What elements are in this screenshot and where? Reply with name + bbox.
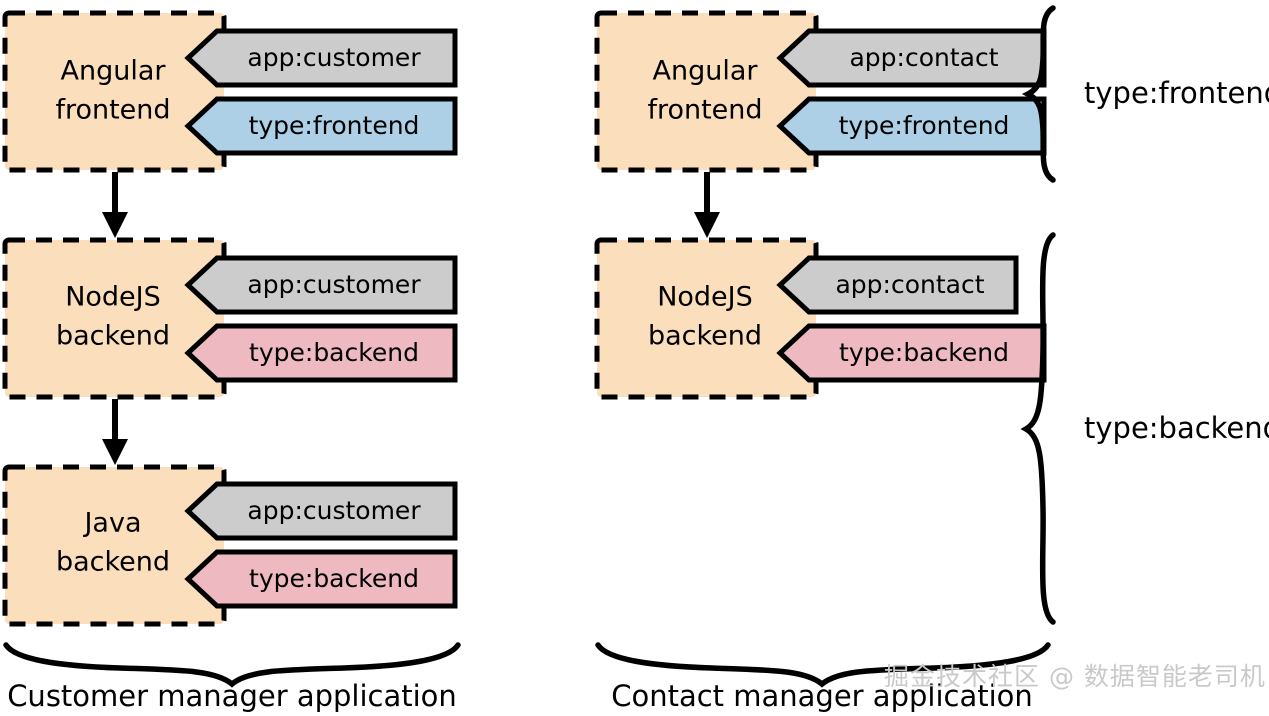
arrow-head-icon [102, 439, 128, 465]
node-label-line2: backend [56, 547, 170, 578]
tag-shape [184, 549, 458, 609]
bottom-brace-contact: Contact manager application [595, 642, 1051, 713]
brace-path [3, 642, 461, 688]
node-box [2, 237, 227, 400]
bottom-brace-customer: Customer manager application [3, 642, 461, 713]
node-customer-java-backend[interactable]: Java backend app:customer type:backend [2, 464, 458, 627]
tag-label: app:contact [835, 270, 984, 299]
tag-label: type:backend [249, 338, 419, 367]
tag-label: type:backend [249, 564, 419, 593]
node-label-line1: Java [82, 508, 141, 539]
node-label-line1: Angular [653, 56, 759, 87]
brace-path [1021, 5, 1056, 183]
node-box [2, 10, 227, 173]
tag-shape [184, 96, 458, 156]
tag-label: type:backend [839, 338, 1009, 367]
node-label-line1: NodeJS [657, 282, 753, 313]
connector-contact-fe-to-node [694, 172, 720, 238]
tag-label: type:frontend [249, 111, 420, 140]
tag-shape [184, 28, 458, 88]
node-box [594, 10, 819, 173]
arrow-head-icon [102, 212, 128, 238]
node-label-line2: frontend [647, 95, 762, 126]
group-caption: Customer manager application [7, 679, 457, 713]
node-contact-angular-frontend[interactable]: Angular frontend app:contact type:fronte… [594, 10, 1047, 173]
group-caption: Contact manager application [611, 679, 1033, 713]
tag-shape [184, 255, 458, 315]
tag-app-customer-node[interactable]: app:customer [184, 255, 458, 315]
node-label-line1: NodeJS [65, 282, 161, 313]
arrow-head-icon [694, 212, 720, 238]
node-label-line2: backend [648, 321, 762, 352]
tag-label: app:customer [247, 496, 421, 525]
brace-path [1020, 232, 1056, 625]
tag-shape [184, 481, 458, 541]
tag-app-contact-node[interactable]: app:contact [776, 255, 1019, 315]
node-label-line2: frontend [55, 95, 170, 126]
tag-label: type:frontend [839, 111, 1010, 140]
tag-type-frontend-fe[interactable]: type:frontend [184, 96, 458, 156]
tag-shape [776, 96, 1047, 156]
tag-type-backend-contact-node[interactable]: type:backend [776, 323, 1047, 383]
brace-path [595, 642, 1051, 688]
node-label-line2: backend [56, 321, 170, 352]
connector-customer-node-to-java [102, 399, 128, 465]
tag-type-backend-java[interactable]: type:backend [184, 549, 458, 609]
tag-shape [776, 255, 1019, 315]
tag-label: app:customer [247, 270, 421, 299]
brace-label: type:frontend [1084, 76, 1269, 110]
tag-app-customer-java[interactable]: app:customer [184, 481, 458, 541]
node-box [2, 464, 227, 627]
node-box [594, 237, 819, 400]
tag-shape [776, 28, 1047, 88]
side-brace-backend: type:backend [1020, 232, 1269, 625]
node-customer-nodejs-backend[interactable]: NodeJS backend app:customer type:backend [2, 237, 458, 400]
connector-customer-fe-to-node [102, 172, 128, 238]
tag-label: app:contact [849, 43, 998, 72]
node-customer-angular-frontend[interactable]: Angular frontend app:customer type:front… [2, 10, 458, 173]
brace-label: type:backend [1084, 411, 1269, 445]
tag-type-backend-node[interactable]: type:backend [184, 323, 458, 383]
tag-shape [776, 323, 1047, 383]
node-contact-nodejs-backend[interactable]: NodeJS backend app:contact type:backend [594, 237, 1047, 400]
tag-shape [184, 323, 458, 383]
tag-label: app:customer [247, 43, 421, 72]
tag-app-customer-fe[interactable]: app:customer [184, 28, 458, 88]
tag-type-frontend-contact-fe[interactable]: type:frontend [776, 96, 1047, 156]
side-brace-frontend: type:frontend [1021, 5, 1269, 183]
node-label-line1: Angular [61, 56, 167, 87]
tag-app-contact-fe[interactable]: app:contact [776, 28, 1047, 88]
